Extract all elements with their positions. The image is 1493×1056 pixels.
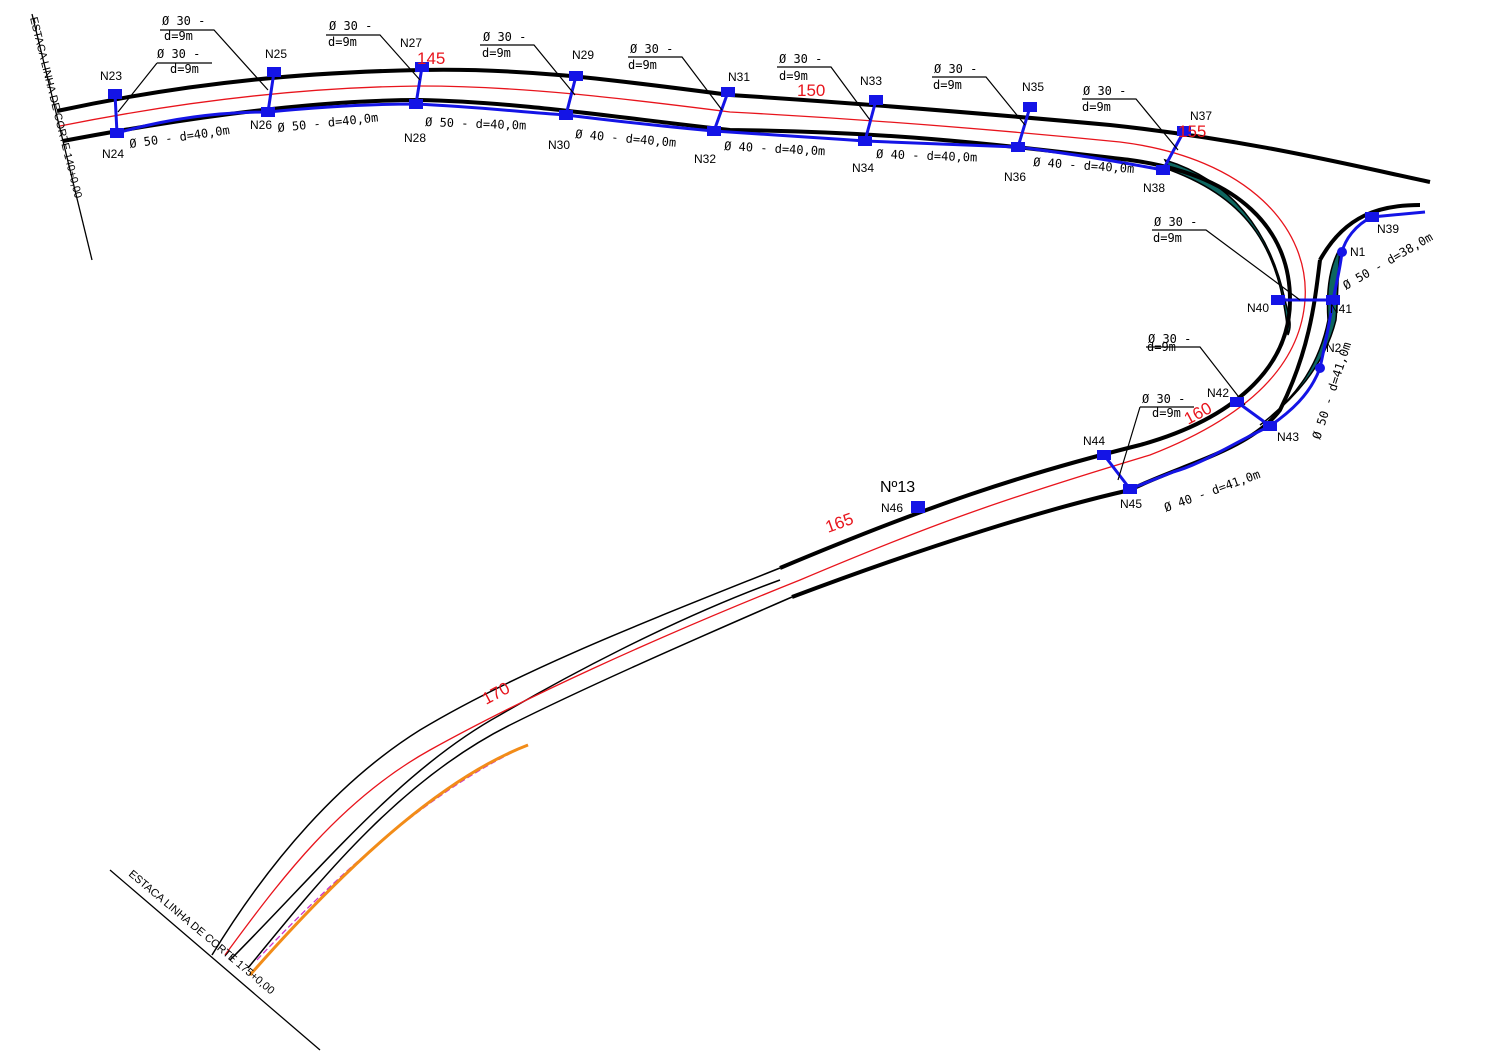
pipe-label: Ø 50 - d=38,0m	[1341, 230, 1436, 293]
station-label: 160	[1181, 398, 1215, 428]
pipe-label: Ø 50 - d=40,0m	[277, 110, 379, 134]
road-edge-outer-south	[211, 567, 781, 956]
node-label: N30	[548, 138, 570, 152]
svg-text:Ø 30 -: Ø 30 -	[483, 30, 526, 44]
node-label: N33	[860, 74, 882, 88]
drainage-crossings	[113, 66, 1333, 490]
node-label: N26	[250, 118, 272, 132]
svg-text:d=9m: d=9m	[628, 58, 657, 72]
node-label: N46	[881, 501, 903, 515]
road-edge-mid-south	[229, 579, 781, 961]
node-label: N1	[1350, 245, 1366, 259]
svg-text:d=9m: d=9m	[1147, 340, 1176, 354]
station-label: 150	[797, 81, 825, 100]
svg-text:Ø 30 -: Ø 30 -	[1083, 84, 1126, 98]
node-label: N32	[694, 152, 716, 166]
svg-text:d=9m: d=9m	[779, 69, 808, 83]
svg-text:d=9m: d=9m	[482, 46, 511, 60]
svg-text:d=9m: d=9m	[1153, 231, 1182, 245]
node-label: N45	[1120, 497, 1142, 511]
svg-text:d=9m: d=9m	[164, 29, 193, 43]
existing-line-orange	[248, 743, 529, 976]
svg-text:Ø 30 -: Ø 30 -	[1154, 215, 1197, 229]
pipe-label: Ø 40 - d=40,0m	[876, 147, 978, 165]
drainage-line-main	[116, 102, 1164, 172]
svg-text:Ø 30 -: Ø 30 -	[1148, 332, 1191, 346]
edge-label-end: ESTACA LINHA DE CORTE 175+0,00	[126, 868, 276, 997]
node-label: N44	[1083, 434, 1105, 448]
inlet-leaders	[117, 29, 1301, 481]
svg-text:Ø 30 -: Ø 30 -	[630, 42, 673, 56]
svg-text:d=9m: d=9m	[933, 78, 962, 92]
svg-text:Ø 30 -: Ø 30 -	[1142, 392, 1185, 406]
station-label: 165	[823, 509, 856, 537]
node-label: N27	[400, 36, 422, 50]
node-label: N29	[572, 48, 594, 62]
cut-line-start	[31, 13, 93, 261]
pipe-label: Ø 50 - d=40,0m	[425, 115, 527, 133]
marker-label: Nº13	[880, 479, 915, 496]
node-label: N36	[1004, 170, 1026, 184]
node-label: N34	[852, 161, 874, 175]
slope-fill-upper	[1163, 158, 1291, 336]
node-label: N41	[1330, 302, 1352, 316]
road-centerline	[59, 85, 1306, 956]
node-label: N37	[1190, 109, 1212, 123]
svg-text:Ø 30 -: Ø 30 -	[157, 47, 200, 61]
node-label: N38	[1143, 181, 1165, 195]
node-label: N24	[102, 147, 124, 161]
svg-text:d=9m: d=9m	[170, 62, 199, 76]
node-label: N2	[1326, 341, 1342, 355]
svg-text:d=9m: d=9m	[1152, 406, 1181, 420]
existing-line-magenta	[254, 744, 529, 963]
pipe-label: Ø 40 - d=41,0m	[1162, 467, 1262, 515]
road-edge-inner-south	[247, 596, 793, 969]
node-label: N39	[1377, 222, 1399, 236]
cut-line-end	[109, 869, 321, 1051]
node-label: N42	[1207, 386, 1229, 400]
inlet-labels: Ø 30 -d=9m Ø 30 -d=9m Ø 30 -d=9m Ø 30 -d…	[157, 14, 1197, 420]
node-label: N31	[728, 70, 750, 84]
svg-text:Ø 30 -: Ø 30 -	[329, 19, 372, 33]
svg-text:Ø 30 -: Ø 30 -	[934, 62, 977, 76]
station-label: 155	[1178, 122, 1206, 141]
svg-text:Ø 30 -: Ø 30 -	[779, 52, 822, 66]
pipe-label: Ø 40 - d=40,0m	[575, 127, 677, 150]
node-label: N28	[404, 131, 426, 145]
node-label: N35	[1022, 80, 1044, 94]
node-label: N43	[1277, 430, 1299, 444]
node-markers	[108, 62, 1379, 513]
svg-text:Ø 30 -: Ø 30 -	[162, 14, 205, 28]
node-label: N40	[1247, 301, 1269, 315]
pipe-label: Ø 40 - d=40,0m	[724, 139, 826, 158]
node-label: N23	[100, 69, 122, 83]
svg-text:d=9m: d=9m	[328, 35, 357, 49]
station-label: 145	[417, 49, 445, 68]
svg-text:d=9m: d=9m	[1082, 100, 1111, 114]
node-label: N25	[265, 47, 287, 61]
